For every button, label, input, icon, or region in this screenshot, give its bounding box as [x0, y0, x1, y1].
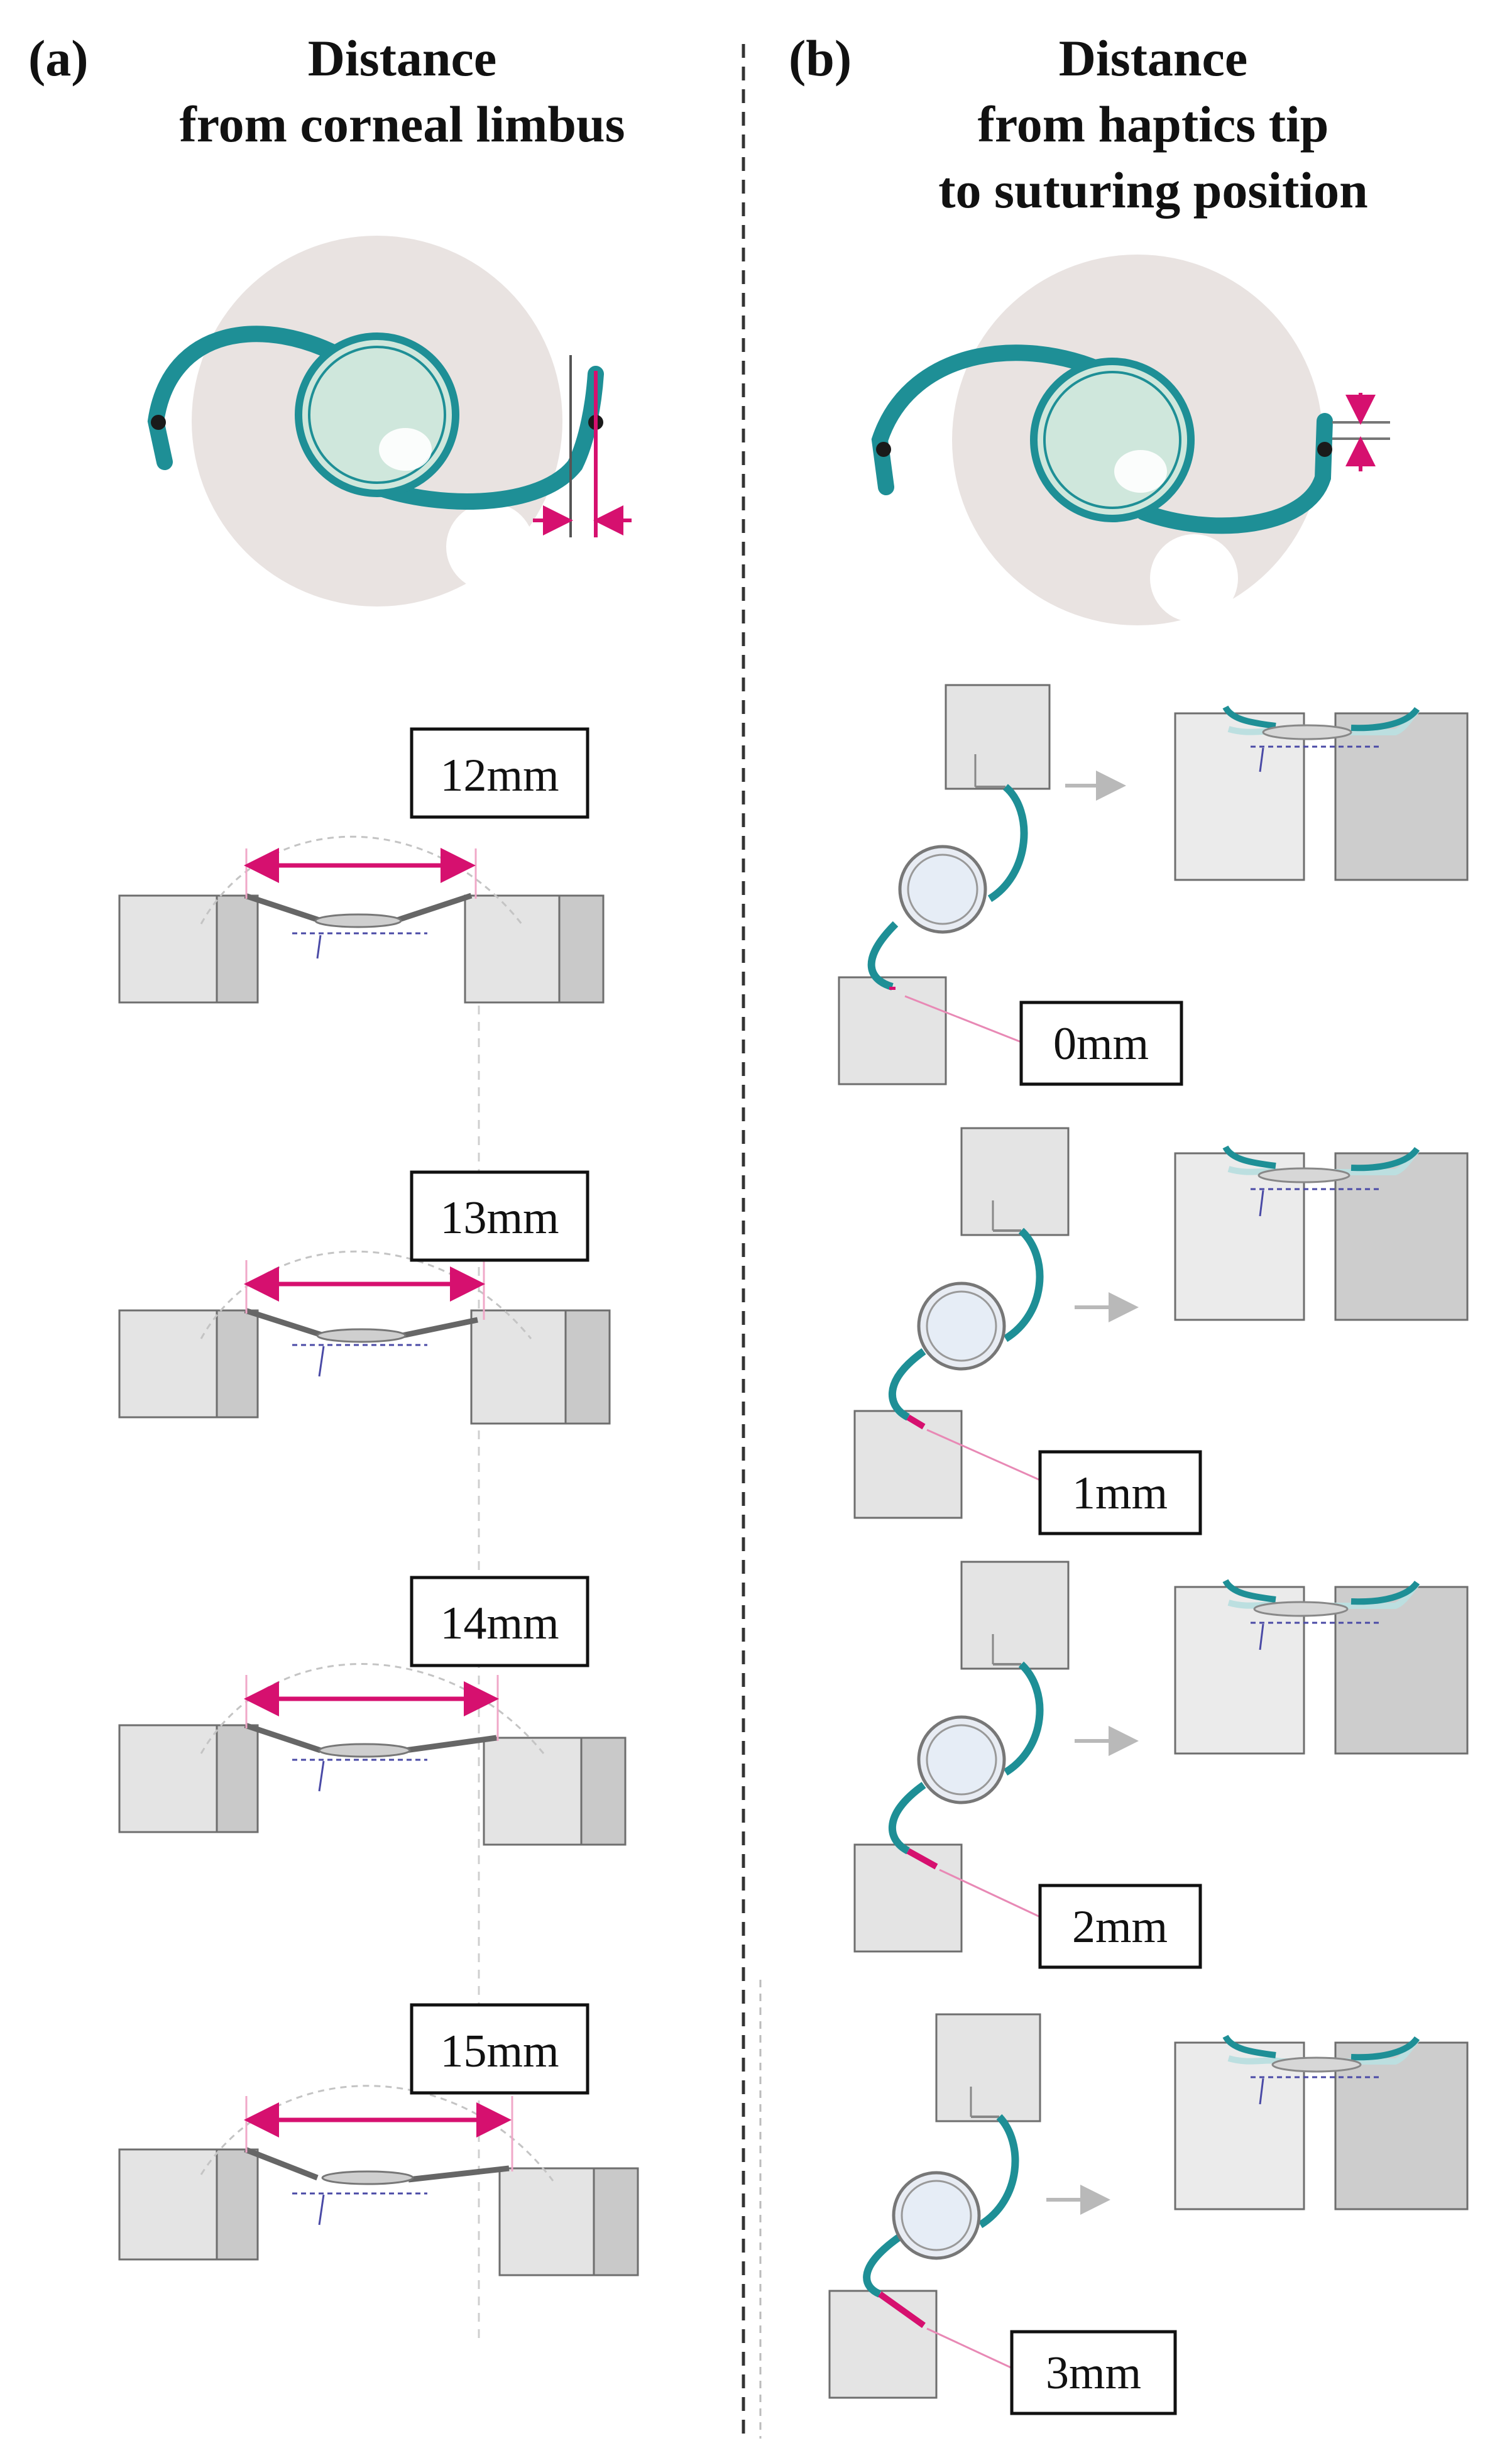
label-14mm: 14mm: [440, 1598, 559, 1649]
panel-b-title-line2: from haptics tip: [978, 96, 1329, 153]
haptic-left: [147, 326, 353, 470]
iol-optic: [295, 332, 459, 497]
haptic-right: [1136, 413, 1333, 534]
label-15mm: 15mm: [440, 2026, 559, 2077]
limbus-row-15mm: 15mm: [118, 2003, 639, 2276]
haptic-row-3mm: 3mm: [828, 2013, 1469, 2415]
haptic-left: [871, 344, 1124, 495]
label-12mm: 12mm: [440, 750, 559, 801]
panel-a-title-line1: Distance: [308, 30, 497, 87]
label-13mm: 13mm: [440, 1192, 559, 1244]
panel-a-letter: (a): [28, 30, 89, 87]
panel-b-rows: 0mm 1mm: [759, 684, 1469, 2439]
panel-a-title-line2: from corneal limbus: [179, 96, 625, 153]
panel-b-title-line3: to suturing position: [938, 162, 1368, 219]
haptic-row-1mm: 1mm: [853, 1127, 1469, 1535]
haptic-row-0mm: 0mm: [838, 684, 1469, 1086]
label-0mm: 0mm: [1053, 1018, 1149, 1070]
panel-b-title-line1: Distance: [1059, 30, 1248, 87]
label-1mm: 1mm: [1072, 1468, 1168, 1519]
panel-b-letter: (b): [789, 30, 852, 87]
limbus-row-14mm: 14mm: [118, 1576, 627, 1846]
suture-point-left: [876, 442, 891, 457]
suture-point-left: [151, 415, 166, 430]
eye-illustration-b: [871, 255, 1390, 625]
panel-a-cross-sections: 12mm 13mm: [118, 727, 639, 2344]
suture-point-right: [1317, 442, 1332, 457]
limbus-row-13mm: 13mm: [118, 1170, 611, 1425]
limbus-row-12mm: 12mm: [118, 727, 605, 1004]
label-2mm: 2mm: [1072, 1901, 1168, 1953]
eye-illustration-a: [147, 236, 632, 607]
haptic-right: [369, 366, 604, 510]
label-3mm: 3mm: [1046, 2347, 1141, 2399]
iol-optic: [1030, 358, 1195, 522]
haptic-row-2mm: 2mm: [853, 1561, 1469, 1969]
